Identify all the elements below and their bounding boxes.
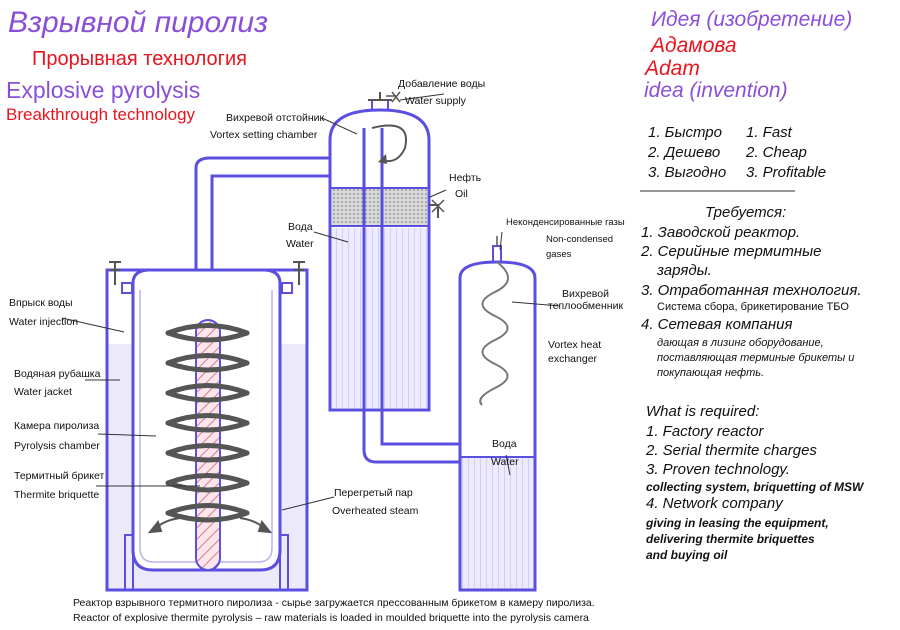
riser-pipe [194, 156, 330, 270]
label-oil-en: Oil [455, 188, 468, 200]
required-en-item1: 1. Factory reactor [646, 423, 764, 440]
required-en-note3: and buying oil [646, 548, 728, 562]
label-water-ru: Вода [288, 221, 313, 233]
label-chamber-ru: Камера пиролиза [14, 420, 100, 432]
label-oil-ru: Нефть [449, 172, 482, 184]
benefit-en-1: 1. Fast [746, 124, 792, 141]
label-briquette-ru: Термитный брикет [14, 470, 105, 482]
label-vortex-settling-en: Vortex setting chamber [210, 129, 318, 141]
required-en-item4: 4. Network company [646, 495, 783, 512]
label-water-supply-en: Water supply [405, 95, 466, 107]
label-vortex-hx-en2: exchanger [548, 353, 598, 365]
steam-arrows [147, 517, 273, 534]
benefit-en-3: 3. Profitable [746, 164, 827, 181]
required-en-item2: 2. Serial thermite charges [646, 442, 817, 459]
required-ru-note3: покупающая нефть. [657, 367, 765, 379]
label-water-en: Water [286, 238, 314, 250]
title-en-sub: Breakthrough technology [6, 105, 196, 124]
label-vortex-hx-en1: Vortex heat [548, 339, 602, 351]
label-jacket-ru: Водяная рубашка [14, 368, 101, 380]
idea-line3: Adam [645, 57, 700, 80]
jacket-valves [109, 261, 305, 294]
caption-ru: Реактор взрывного термитного пиролиза - … [73, 597, 595, 609]
label-vortex-settling-ru: Вихревой отстойник [226, 112, 325, 124]
label-water-supply-ru: Добавление воды [398, 78, 486, 90]
benefit-ru-3: 3. Выгодно [648, 164, 727, 181]
idea-line1: Идея (изобретение) [651, 8, 853, 31]
label-water2-ru: Вода [492, 438, 517, 450]
label-injection-ru: Впрыск воды [9, 297, 73, 309]
label-steam-ru: Перегретый пар [334, 487, 413, 499]
leader-lines [61, 93, 561, 511]
required-ru-item4: 4. Сетевая компания [641, 316, 793, 333]
required-en-note2: delivering thermite briquettes [646, 532, 815, 546]
title-ru-main: Взрывной пиролиз [8, 6, 269, 39]
required-en-heading: What is required: [646, 403, 760, 420]
required-ru-item3-note: Система сбора, брикетирование ТБО [657, 301, 849, 313]
benefit-en-2: 2. Cheap [746, 144, 807, 161]
label-jacket-en: Water jacket [14, 386, 72, 398]
required-ru-item2b: заряды. [657, 262, 712, 279]
benefit-ru-2: 2. Дешево [648, 144, 721, 161]
label-chamber-en: Pyrolysis chamber [14, 440, 100, 452]
required-ru-note1: дающая в лизинг оборудование, [657, 337, 824, 349]
required-en-note1: giving in leasing the equipment, [646, 516, 829, 530]
required-en-item3-note: collecting system, briquetting of MSW [646, 480, 864, 494]
required-ru-item1: 1. Заводской реактор. [641, 224, 801, 241]
benefits-en: 1. Fast 2. Cheap 3. Profitable [746, 123, 826, 183]
required-ru-note2: поставляющая терминые брикеты и [657, 352, 855, 364]
required-ru-item3: 3. Отработанная технология. [641, 282, 862, 299]
caption-en: Reactor of explosive thermite pyrolysis … [73, 612, 589, 624]
required-en-item4-notes: giving in leasing the equipment, deliver… [646, 515, 829, 563]
title-en-main: Explosive pyrolysis [6, 77, 201, 103]
required-en-item3: 3. Proven technology. [646, 461, 790, 478]
label-briquette-en: Thermite briquette [14, 489, 100, 501]
label-injection-en: Water injection [9, 316, 79, 328]
label-noncond-en1: Non-condensed [546, 234, 614, 245]
benefits-ru: 1. Быстро 2. Дешево 3. Выгодно [648, 123, 726, 183]
label-water2-en: Water [491, 456, 519, 468]
divider [640, 190, 795, 192]
required-ru-item2a: 2. Серийные термитные [641, 243, 822, 260]
label-vortex-hx-ru2: теплообменник [548, 300, 624, 312]
required-ru-heading: Требуется: [705, 204, 787, 221]
benefit-ru-1: 1. Быстро [648, 124, 722, 141]
heat-exchanger [458, 236, 537, 592]
idea-line4: idea (invention) [644, 79, 788, 102]
label-noncond-ru: Неконденсированные газы [506, 217, 625, 228]
label-noncond-en2: gases [546, 249, 572, 260]
label-vortex-hx-ru1: Вихревой [562, 288, 609, 300]
required-ru-item4-notes: дающая в лизинг оборудование, поставляющ… [657, 336, 854, 381]
title-ru-sub: Прорывная технология [32, 48, 247, 70]
condenser-column [328, 91, 460, 464]
label-steam-en: Overheated steam [332, 505, 419, 517]
idea-line2: Адамова [651, 34, 737, 57]
